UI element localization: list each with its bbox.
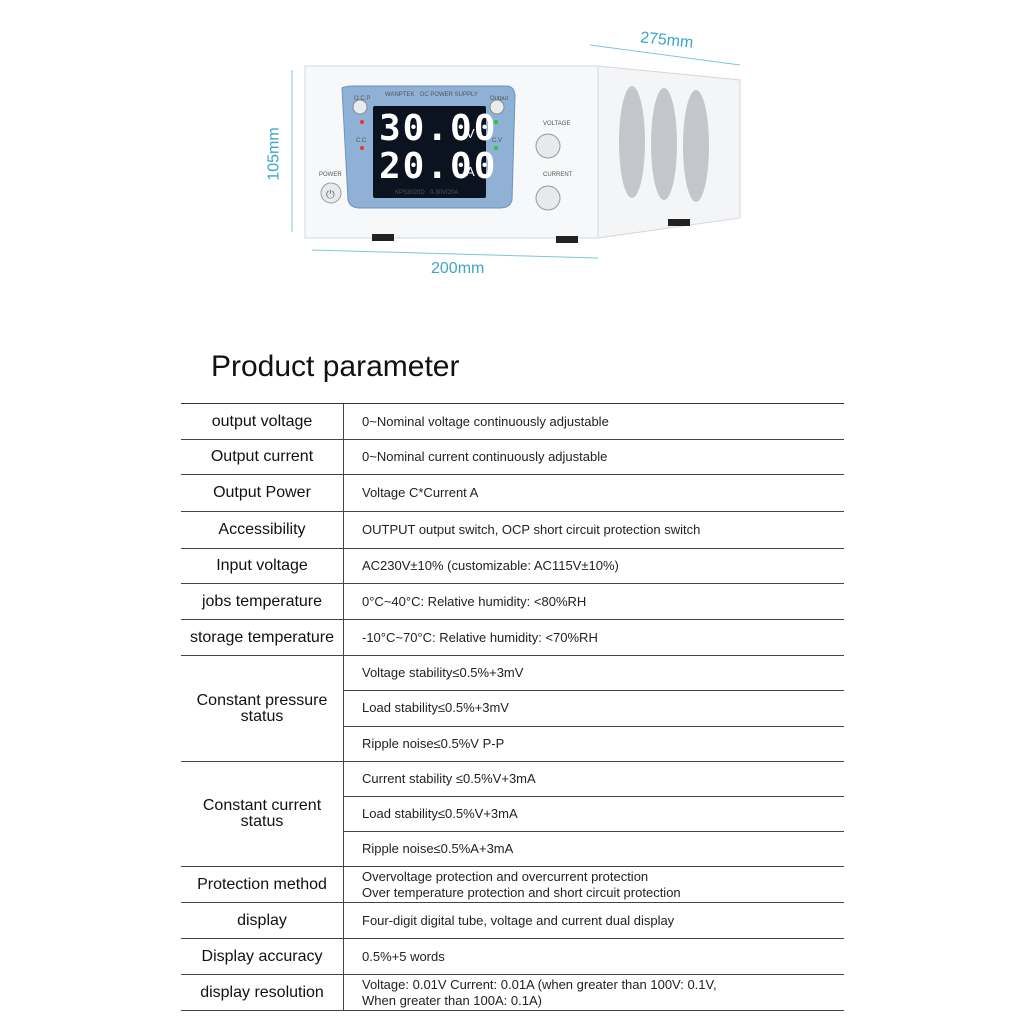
value-cell: Ripple noise≤0.5%A+3mA [344, 831, 844, 866]
value-cell: OUTPUT output switch, OCP short circuit … [362, 522, 701, 537]
row-label: Output Power [181, 475, 344, 511]
row-values: Four-digit digital tube, voltage and cur… [344, 903, 844, 938]
row-label: Accessibility [181, 512, 344, 548]
value-cell: 0~Nominal current continuously adjustabl… [362, 449, 608, 464]
table-row: Protection method Overvoltage protection … [181, 867, 844, 903]
value-line: Voltage: 0.01V Current: 0.01A (when grea… [362, 976, 717, 992]
table-row: display resolution Voltage: 0.01V Current… [181, 975, 844, 1011]
row-label: Input voltage [181, 549, 344, 583]
output-button[interactable] [489, 99, 505, 115]
voltage-readout: 30.00 [379, 108, 497, 149]
row-values: Voltage stability≤0.5%+3mV Load stability… [344, 656, 844, 761]
value-cell: -10°C~70°C: Relative humidity: <70%RH [362, 629, 598, 645]
ocp-led-icon [360, 120, 364, 124]
vent-holes [619, 86, 709, 202]
row-label: display resolution [181, 975, 344, 1010]
value-cell: Voltage stability≤0.5%+3mV [362, 665, 524, 681]
range-label: 0-30V/20A [430, 190, 458, 196]
table-row: output voltage 0~Nominal voltage continuo… [181, 403, 844, 440]
foot-back-right [668, 219, 690, 226]
row-label: display [181, 903, 344, 938]
row-values: Voltage C*Current A [344, 475, 844, 511]
output-label: Output [490, 96, 508, 102]
cc-label: C.C [356, 138, 367, 144]
model-label: KPS3020D [395, 190, 425, 196]
foot-front-left [372, 234, 394, 241]
row-values: Overvoltage protection and overcurrent p… [344, 867, 844, 902]
value-line: Over temperature protection and short ci… [362, 884, 681, 900]
value-cell: Voltage: 0.01V Current: 0.01A (when grea… [344, 975, 844, 1010]
table-row: Output Power Voltage C*Current A [181, 475, 844, 512]
row-values: -10°C~70°C: Relative humidity: <70%RH [344, 620, 844, 655]
row-values: OUTPUT output switch, OCP short circuit … [344, 512, 844, 548]
table-row: storage temperature -10°C~70°C: Relative … [181, 620, 844, 656]
product-illustration: 30.00 V 20.00 A WANPTEK DC POWER SUPPLY … [0, 0, 1024, 300]
table-row: Accessibility OUTPUT output switch, OCP s… [181, 512, 844, 549]
row-values: 0.5%+5 words [344, 939, 844, 974]
row-label: Protection method [181, 867, 344, 902]
value-cell: AC230V±10% (customizable: AC115V±10%) [362, 558, 619, 573]
value-line: Overvoltage protection and overcurrent p… [362, 868, 649, 884]
width-dimension-line [311, 249, 599, 259]
current-knob[interactable] [535, 185, 561, 211]
row-label: Display accuracy [181, 939, 344, 974]
power-supply-drawing: 30.00 V 20.00 A WANPTEK DC POWER SUPPLY … [291, 44, 741, 259]
row-label: Constant pressure status [181, 656, 344, 761]
width-label: 200mm [431, 260, 485, 277]
voltage-knob[interactable] [535, 133, 561, 159]
depth-dimension-line [589, 44, 741, 66]
voltage-knob-label: VOLTAGE [543, 121, 570, 127]
foot-front-right [556, 236, 578, 243]
table-row: Output current 0~Nominal current continuo… [181, 440, 844, 475]
table-row: display Four-digit digital tube, voltage … [181, 903, 844, 939]
row-label: Constant current status [181, 762, 344, 866]
value-cell: Voltage C*Current A [362, 485, 479, 500]
row-label: jobs temperature [181, 584, 344, 619]
power-icon: ⏻ [326, 189, 335, 201]
value-line: When greater than 100A: 0.1A) [362, 992, 542, 1008]
ocp-label: O.C.P [354, 96, 370, 102]
current-unit: A [466, 164, 475, 179]
row-values: 0°C~40°C: Relative humidity: <80%RH [344, 584, 844, 619]
value-cell: 0.5%+5 words [362, 948, 445, 964]
row-values: 0~Nominal current continuously adjustabl… [344, 440, 844, 474]
cc-led-icon [360, 146, 364, 150]
parameter-table: output voltage 0~Nominal voltage continuo… [181, 403, 844, 1011]
power-button[interactable] [320, 182, 342, 204]
cv-label: C.V [492, 138, 502, 144]
value-cell: Overvoltage protection and overcurrent p… [344, 867, 844, 902]
value-cell: 0°C~40°C: Relative humidity: <80%RH [362, 593, 587, 609]
row-label: storage temperature [181, 620, 344, 655]
value-cell: Load stability≤0.5%V+3mA [344, 796, 844, 831]
brand-label: WANPTEK [385, 92, 414, 98]
row-values: Current stability ≤0.5%V+3mA Load stabili… [344, 762, 844, 866]
ocp-button[interactable] [352, 99, 368, 115]
panel-title: DC POWER SUPPLY [420, 92, 478, 98]
value-cell: 0~Nominal voltage continuously adjustabl… [362, 413, 609, 429]
value-cell: Ripple noise≤0.5%V P-P [344, 725, 844, 761]
lcd-screen [373, 106, 486, 198]
output-led-icon [494, 120, 498, 124]
table-row: Input voltage AC230V±10% (customizable: A… [181, 549, 844, 584]
value-cell: Four-digit digital tube, voltage and cur… [362, 912, 675, 928]
row-values: 0~Nominal voltage continuously adjustabl… [344, 404, 844, 439]
row-values: Voltage: 0.01V Current: 0.01A (when grea… [344, 975, 844, 1010]
value-cell: Current stability ≤0.5%V+3mA [362, 771, 536, 786]
value-cell: Load stability≤0.5%+3mV [344, 690, 844, 725]
height-label: 105mm [265, 127, 283, 181]
row-label: output voltage [181, 404, 344, 439]
page-title: Product parameter [211, 350, 460, 383]
cv-led-icon [494, 146, 498, 150]
table-row: jobs temperature 0°C~40°C: Relative humid… [181, 584, 844, 620]
table-row: Display accuracy 0.5%+5 words [181, 939, 844, 975]
power-label: POWER [319, 172, 342, 178]
current-knob-label: CURRENT [543, 172, 573, 178]
row-values: AC230V±10% (customizable: AC115V±10%) [344, 549, 844, 583]
current-readout: 20.00 [379, 146, 497, 187]
voltage-unit: V [466, 126, 475, 141]
row-label: Output current [181, 440, 344, 474]
